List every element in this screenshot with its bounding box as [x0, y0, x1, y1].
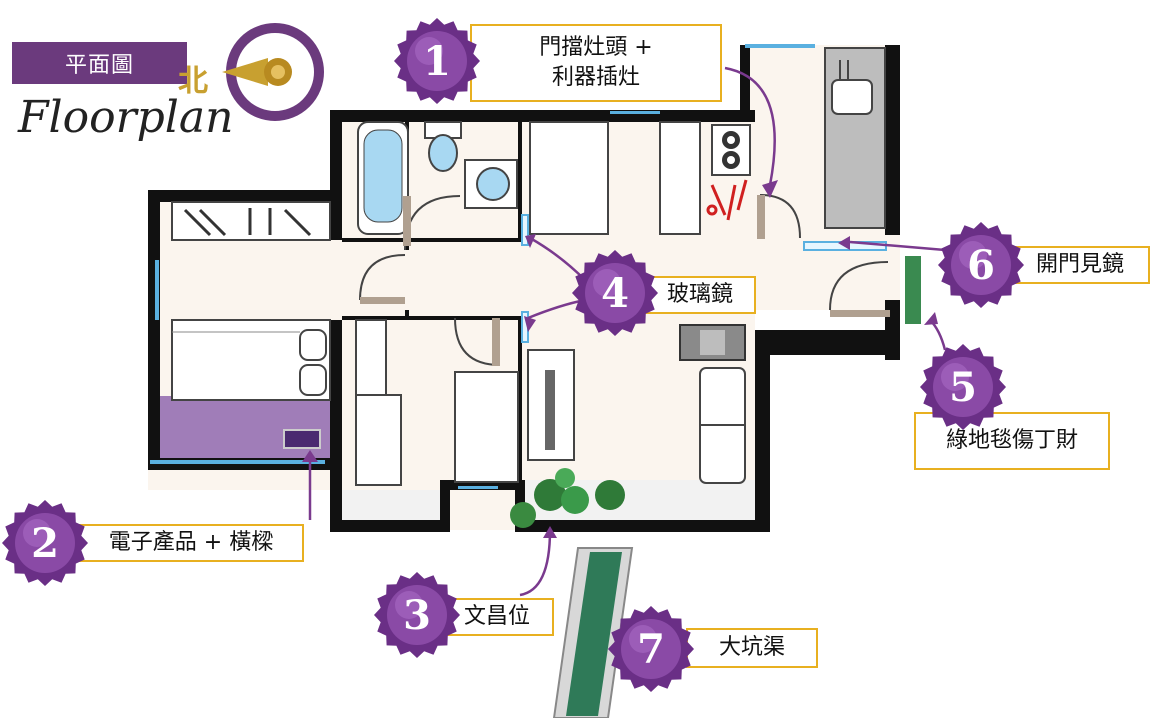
badge-number: 1 — [423, 37, 451, 85]
badge-seal-icon — [2, 500, 88, 586]
badge-seal-icon — [572, 250, 658, 336]
bathtub — [357, 121, 409, 235]
cabinet — [355, 319, 387, 396]
annotation-label-4: 玻璃鏡 — [644, 276, 756, 314]
annotation-badge-1: 1 — [392, 16, 482, 106]
annotation-badge-5: 5 — [918, 342, 1008, 432]
drainage-channel — [552, 547, 634, 718]
badge-seal-icon — [394, 18, 480, 104]
armchair — [679, 324, 746, 361]
badge-seal-icon — [920, 344, 1006, 430]
bed — [171, 319, 331, 401]
badge-number: 3 — [403, 591, 431, 639]
annotation-text: 開門見鏡 — [1035, 252, 1124, 277]
annotation-text: 文昌位 — [463, 604, 530, 629]
cabinet — [659, 121, 701, 235]
badge-seal-icon — [374, 572, 460, 658]
annotation-badge-7: 7 — [606, 604, 696, 694]
badge-number: 5 — [949, 363, 977, 411]
arrowheads — [302, 180, 938, 538]
annotation-label-3: 文昌位 — [440, 598, 554, 636]
bathroom-sink — [464, 159, 518, 209]
annotation-badge-3: 3 — [372, 570, 462, 660]
knives-icon — [706, 179, 748, 221]
annotation-badge-6: 6 — [936, 220, 1026, 310]
annotation-text: 門擋灶頭 + — [539, 35, 653, 60]
badge-number: 2 — [31, 519, 59, 567]
tv-cabinet — [527, 349, 575, 461]
annotation-badge-2: 2 — [0, 498, 90, 588]
annotation-text: 利器插灶 — [551, 65, 640, 90]
annotation-text: 玻璃鏡 — [666, 282, 733, 307]
plants-icon — [510, 468, 625, 528]
page-title: 平面圖 — [12, 42, 187, 84]
desk — [454, 371, 519, 483]
page-title-english: Floorplan — [18, 92, 234, 143]
electronics-icon — [283, 429, 321, 449]
windows — [150, 44, 815, 489]
wardrobe — [171, 201, 331, 241]
annotation-label-2: 電子產品 + 橫樑 — [78, 524, 304, 562]
arrows — [308, 66, 947, 597]
green-carpet — [905, 256, 921, 324]
north-compass-icon — [222, 23, 324, 121]
doors — [359, 194, 890, 366]
stove — [711, 124, 751, 176]
annotation-text: 大坑渠 — [718, 635, 785, 660]
badge-number: 6 — [967, 241, 995, 289]
annotation-text: 綠地毯傷丁財 — [945, 428, 1078, 453]
annotation-badge-4: 4 — [570, 248, 660, 338]
annotation-label-1: 門擋灶頭 + 利器插灶 — [470, 24, 722, 102]
north-label: 北 — [178, 64, 208, 99]
toilet — [424, 121, 462, 172]
kitchen-sink — [824, 47, 886, 229]
annotation-label-6: 開門見鏡 — [1010, 246, 1150, 284]
cabinet — [355, 394, 402, 486]
annotation-label-7: 大坑渠 — [686, 628, 818, 668]
badge-seal-icon — [938, 222, 1024, 308]
annotation-label-5: 綠地毯傷丁財 — [914, 412, 1110, 470]
badge-seal-icon — [608, 606, 694, 692]
annotation-text: 電子產品 + 橫樑 — [108, 530, 274, 555]
badge-number: 4 — [601, 269, 629, 317]
sofa — [699, 367, 746, 484]
badge-number: 7 — [637, 625, 665, 673]
cabinet — [529, 121, 609, 235]
